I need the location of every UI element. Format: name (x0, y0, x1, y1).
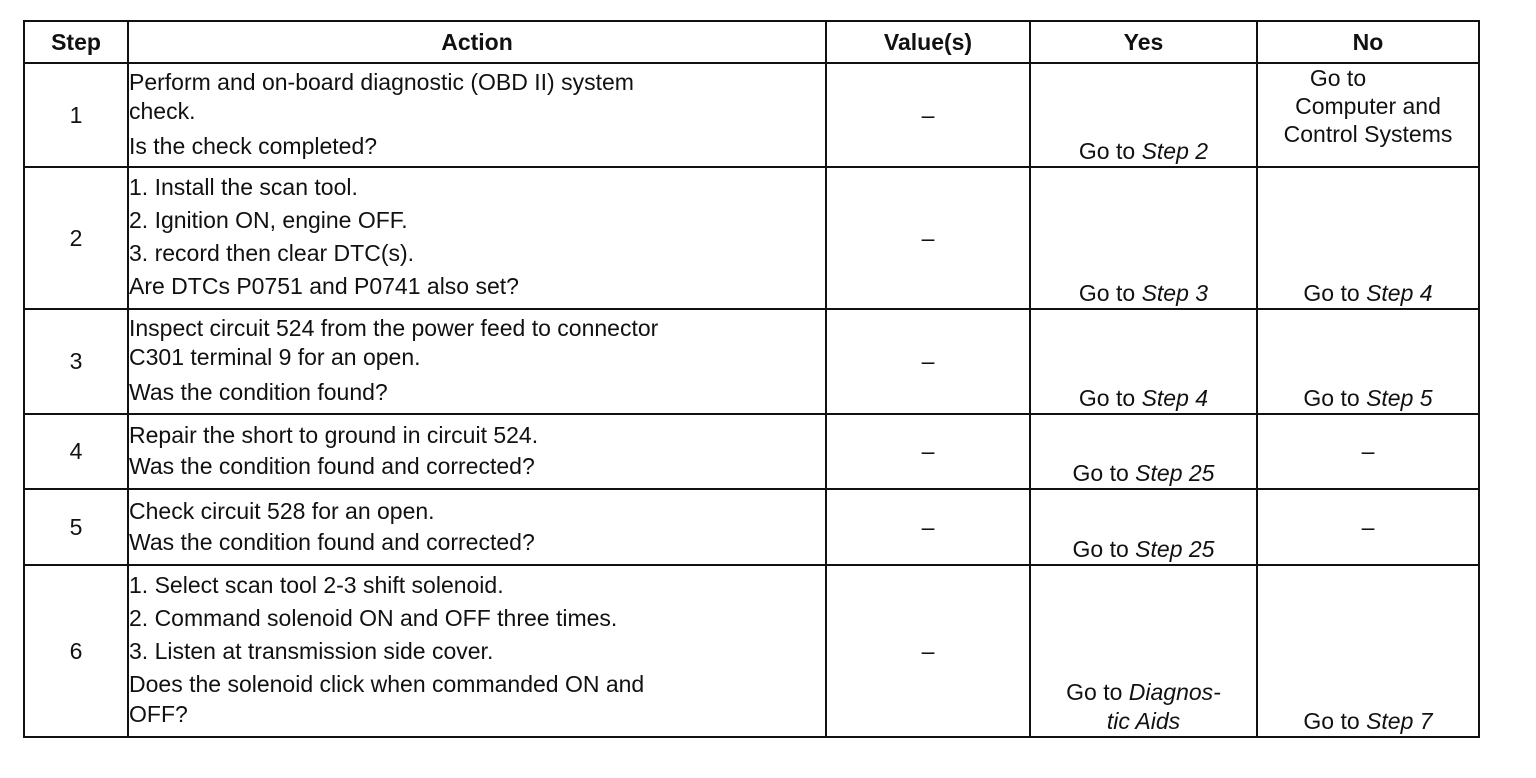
yes-cell: Go to Diagnos- tic Aids (1029, 564, 1258, 738)
action-line: Perform and on-board diagnostic (OBD II)… (129, 69, 634, 95)
table-row: 5 Check circuit 528 for an open. Was the… (23, 488, 1480, 566)
header-row: Step Action Value(s) Yes No (23, 20, 1480, 64)
no-cell: Go to Step 4 (1256, 166, 1480, 310)
step-number: 6 (23, 564, 129, 738)
action-line: 1. Install the scan tool. (129, 174, 358, 200)
yes-link[interactable]: Step 25 (1135, 536, 1215, 562)
value-cell: – (825, 166, 1031, 310)
no-link[interactable]: Step 4 (1366, 280, 1433, 306)
action-line: Check circuit 528 for an open. (129, 498, 435, 524)
table-row: 1 Perform and on-board diagnostic (OBD I… (23, 62, 1480, 168)
value-cell: – (825, 62, 1031, 168)
value-cell: – (825, 488, 1031, 566)
action-question: Was the condition found and corrected? (129, 529, 535, 555)
yes-link[interactable]: Step 3 (1141, 280, 1209, 306)
action-line: 2. Command solenoid ON and OFF three tim… (129, 605, 618, 631)
yes-cell: Go to Step 25 (1029, 488, 1258, 566)
value-cell: – (825, 308, 1031, 415)
action-cell: Inspect circuit 524 from the power feed … (127, 308, 827, 415)
action-line: Repair the short to ground in circuit 52… (129, 422, 539, 448)
no-link[interactable]: Step 7 (1366, 708, 1433, 734)
no-link-line[interactable]: Computer and (1295, 93, 1441, 119)
no-cell: Go to Computer and Control Systems (1256, 62, 1480, 168)
header-action: Action (127, 20, 827, 64)
yes-prefix: Go to (1066, 679, 1129, 705)
diagnostic-table: Step Action Value(s) Yes No 1 Perform an… (23, 20, 1480, 738)
no-prefix: Go to (1303, 385, 1367, 411)
table-row: 6 1. Select scan tool 2-3 shift solenoid… (23, 564, 1480, 738)
step-number: 2 (23, 166, 129, 310)
step-number: 1 (23, 62, 129, 168)
value-cell: – (825, 413, 1031, 490)
yes-link-cont[interactable]: tic Aids (1106, 708, 1181, 734)
action-line: 2. Ignition ON, engine OFF. (129, 207, 408, 233)
table-row: 4 Repair the short to ground in circuit … (23, 413, 1480, 490)
action-cell: Perform and on-board diagnostic (OBD II)… (127, 62, 827, 168)
step-number: 4 (23, 413, 129, 490)
no-link[interactable]: Step 5 (1366, 385, 1433, 411)
header-values: Value(s) (825, 20, 1031, 64)
table-row: 2 1. Install the scan tool. 2. Ignition … (23, 166, 1480, 310)
action-cell: Check circuit 528 for an open. Was the c… (127, 488, 827, 566)
yes-cell: Go to Step 2 (1029, 62, 1258, 168)
no-prefix: Go to (1303, 280, 1367, 306)
action-question: Are DTCs P0751 and P0741 also set? (129, 273, 519, 299)
yes-line: Go to Diagnos- (1031, 678, 1256, 707)
action-question: Does the solenoid click when commanded O… (129, 671, 645, 697)
table-row: 3 Inspect circuit 524 from the power fee… (23, 308, 1480, 415)
action-cell: Repair the short to ground in circuit 52… (127, 413, 827, 490)
no-prefix: Go to (1303, 708, 1367, 734)
action-cell: 1. Select scan tool 2-3 shift solenoid. … (127, 564, 827, 738)
step-number: 5 (23, 488, 129, 566)
header-no: No (1256, 20, 1480, 64)
action-cell: 1. Install the scan tool. 2. Ignition ON… (127, 166, 827, 310)
action-question: Is the check completed? (129, 133, 378, 159)
action-line: Inspect circuit 524 from the power feed … (129, 315, 659, 341)
yes-cell: Go to Step 4 (1029, 308, 1258, 415)
action-line: check. (129, 98, 196, 124)
yes-link[interactable]: Step 25 (1135, 460, 1215, 486)
header-step: Step (23, 20, 129, 64)
yes-cell: Go to Step 25 (1029, 413, 1258, 490)
yes-prefix: Go to (1072, 536, 1136, 562)
action-line: 3. record then clear DTC(s). (129, 240, 415, 266)
action-line: 3. Listen at transmission side cover. (129, 638, 494, 664)
yes-prefix: Go to (1078, 385, 1142, 411)
no-cell: Go to Step 5 (1256, 308, 1480, 415)
action-line: C301 terminal 9 for an open. (129, 344, 421, 370)
yes-prefix: Go to (1078, 280, 1142, 306)
action-question: Was the condition found? (129, 379, 388, 405)
yes-link[interactable]: Step 4 (1141, 385, 1209, 411)
step-number: 3 (23, 308, 129, 415)
no-cell: – (1256, 488, 1480, 566)
no-cell: Go to Step 7 (1256, 564, 1480, 738)
yes-cell: Go to Step 3 (1029, 166, 1258, 310)
yes-prefix: Go to (1078, 138, 1142, 164)
action-line: 1. Select scan tool 2-3 shift solenoid. (129, 572, 504, 598)
yes-link[interactable]: Step 2 (1141, 138, 1209, 164)
yes-link[interactable]: Diagnos- (1128, 679, 1221, 705)
action-question: Was the condition found and corrected? (129, 453, 535, 479)
yes-prefix: Go to (1072, 460, 1136, 486)
no-cell: – (1256, 413, 1480, 490)
value-cell: – (825, 564, 1031, 738)
header-yes: Yes (1029, 20, 1258, 64)
action-question: OFF? (129, 701, 188, 727)
no-line: Go to (1309, 65, 1367, 91)
no-link-line[interactable]: Control Systems (1283, 121, 1453, 147)
